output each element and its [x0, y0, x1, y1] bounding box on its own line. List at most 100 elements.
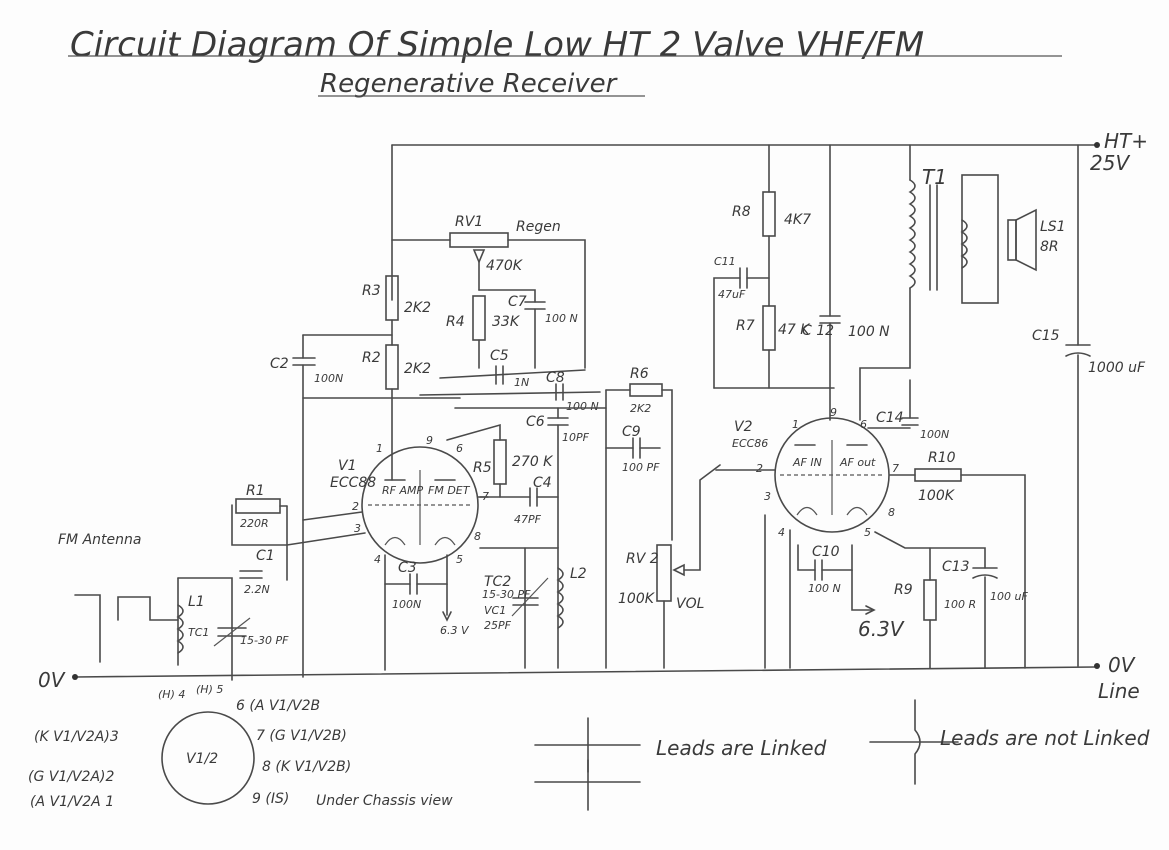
v2-pin: 8 [888, 506, 895, 519]
v1-pin: 2 [352, 500, 359, 513]
c14-ref: C14 [876, 410, 904, 426]
v2-right-label: AF out [839, 456, 876, 469]
c8-ref: C8 [546, 370, 565, 386]
pinout-p7: 7 (G V1/V2B) [256, 728, 347, 744]
c6-value: 10PF [562, 431, 590, 444]
pinout-p8: 8 (K V1/V2B) [262, 759, 351, 775]
v2-pin: 9 [830, 406, 837, 419]
c12-value: 100 N [848, 324, 890, 340]
c14-r10: C14 100N R10 100K [867, 379, 1026, 669]
v2-ref: V2 [734, 419, 753, 435]
c9-ref: C9 [622, 424, 641, 440]
c11-ref: C11 [714, 255, 736, 268]
legend: Leads are Linked Leads are not Linked [534, 699, 1150, 811]
l2-ref: L2 [570, 566, 587, 582]
c10-heater: C10 100 N 6.3V [797, 544, 905, 641]
c7-ref: C7 [508, 294, 527, 310]
c2-ref: C2 [270, 356, 289, 372]
legend-not-linked: Leads are not Linked [940, 726, 1150, 750]
r2-value: 2K2 [404, 361, 431, 377]
zero-volt-right: 0V [1108, 653, 1136, 677]
tc1-value: 15-30 PF [240, 634, 289, 647]
r9-value: 100 R [944, 598, 976, 611]
c5-c8: C5 1N C8 100 N [419, 348, 601, 413]
pinout-view: Under Chassis view [316, 793, 453, 809]
v2-pin: 7 [892, 462, 899, 475]
v1-pin: 1 [376, 442, 383, 455]
rv1-name: Regen [516, 219, 561, 235]
valve-v1: V1 ECC88 RF AMP FM DET 1 9 6 2 3 7 4 5 8 [286, 434, 489, 566]
c9-value: 100 PF [622, 461, 660, 474]
r3-ref: R3 [362, 283, 381, 299]
l1-label: L1 [188, 594, 205, 610]
c3-value: 100N [392, 598, 421, 611]
antenna-input: FM Antenna L1 TC1 15-30 PF [58, 532, 289, 681]
v2-heater-label: 6.3V [858, 617, 905, 641]
title: Circuit Diagram Of Simple Low HT 2 Valve… [70, 25, 924, 65]
v2-pin: 6 [860, 418, 867, 431]
r2-r3: R3 2K2 R2 2K2 [302, 275, 461, 481]
pinout-p1: (A V1/V2A 1 [30, 794, 114, 810]
zero-volt-rail: 0V 0V Line [38, 653, 1140, 703]
v2-left-label: AF IN [792, 456, 822, 469]
antenna-label: FM Antenna [58, 532, 141, 548]
ls1-value: 8R [1040, 239, 1059, 255]
v2-pin: 4 [778, 526, 785, 539]
v2-pin: 1 [792, 418, 799, 431]
pinout-p9: 9 (IS) [252, 791, 289, 807]
c6-r5-c4: C6 10PF R5 270 K C4 47PF [446, 407, 607, 549]
c5-value: 1N [514, 376, 529, 389]
r4-value: 33K [492, 314, 521, 330]
tc1-label: TC1 [188, 626, 209, 639]
v1-pin: 8 [474, 530, 481, 543]
legend-linked: Leads are Linked [656, 736, 827, 760]
c2: C2 100N [270, 334, 393, 678]
c7-value: 100 N [545, 312, 578, 325]
v1-pin: 5 [456, 553, 463, 566]
v1-pin: 6 [456, 442, 463, 455]
line-label: Line [1098, 679, 1140, 703]
r1-c1: R1 220R C1 2.2N [231, 483, 288, 596]
v2-type: ECC86 [732, 437, 768, 450]
ht-label: HT+ [1104, 129, 1148, 153]
r7-ref: R7 [736, 318, 755, 334]
r10-ref: R10 [928, 450, 956, 466]
zero-volt-left: 0V [38, 668, 66, 692]
v1-pin: 4 [374, 553, 381, 566]
v1-ref: V1 [338, 458, 356, 474]
t1-ref: T1 [922, 165, 947, 189]
r8-value: 4K7 [784, 212, 811, 228]
r6-ref: R6 [630, 366, 649, 382]
vc1-ref: VC1 [484, 604, 506, 617]
v2-pin: 2 [756, 462, 763, 475]
c1-value: 2.2N [244, 583, 270, 596]
c8-value: 100 N [566, 400, 599, 413]
r2-ref: R2 [362, 350, 381, 366]
pinout-p5: (H) 5 [196, 683, 223, 696]
c3-heater: C3 100N 6.3 V [384, 554, 470, 671]
c15-value: 1000 uF [1088, 360, 1146, 376]
pinout-p2: (G V1/V2A)2 [28, 769, 114, 785]
rv2-ref: RV 2 [626, 551, 659, 567]
ht-voltage: 25V [1090, 151, 1130, 175]
c10-value: 100 N [808, 582, 841, 595]
c14-value: 100N [920, 428, 949, 441]
ls1-ref: LS1 [1040, 219, 1066, 235]
rv2-value: 100K [618, 591, 656, 607]
tc2-value: 15-30 PF [482, 588, 531, 601]
tc2-ref: TC2 [484, 574, 511, 590]
r10-value: 100K [918, 488, 956, 504]
pinout-p6: 6 (A V1/V2B [236, 698, 320, 714]
v1-heater-label: 6.3 V [440, 624, 470, 637]
rv2-name: VOL [676, 596, 704, 612]
r6-value: 2K2 [630, 402, 651, 415]
subtitle: Regenerative Receiver [320, 69, 619, 99]
r7-value: 47 K [778, 322, 811, 338]
valve-pinout: V1/2 (A V1/V2A 1 (G V1/V2A)2 (K V1/V2A)3… [28, 683, 453, 810]
c3-ref: C3 [398, 560, 417, 576]
c6-ref: C6 [526, 414, 545, 430]
c15-ref: C15 [1032, 328, 1060, 344]
r1-value: 220R [240, 517, 269, 530]
